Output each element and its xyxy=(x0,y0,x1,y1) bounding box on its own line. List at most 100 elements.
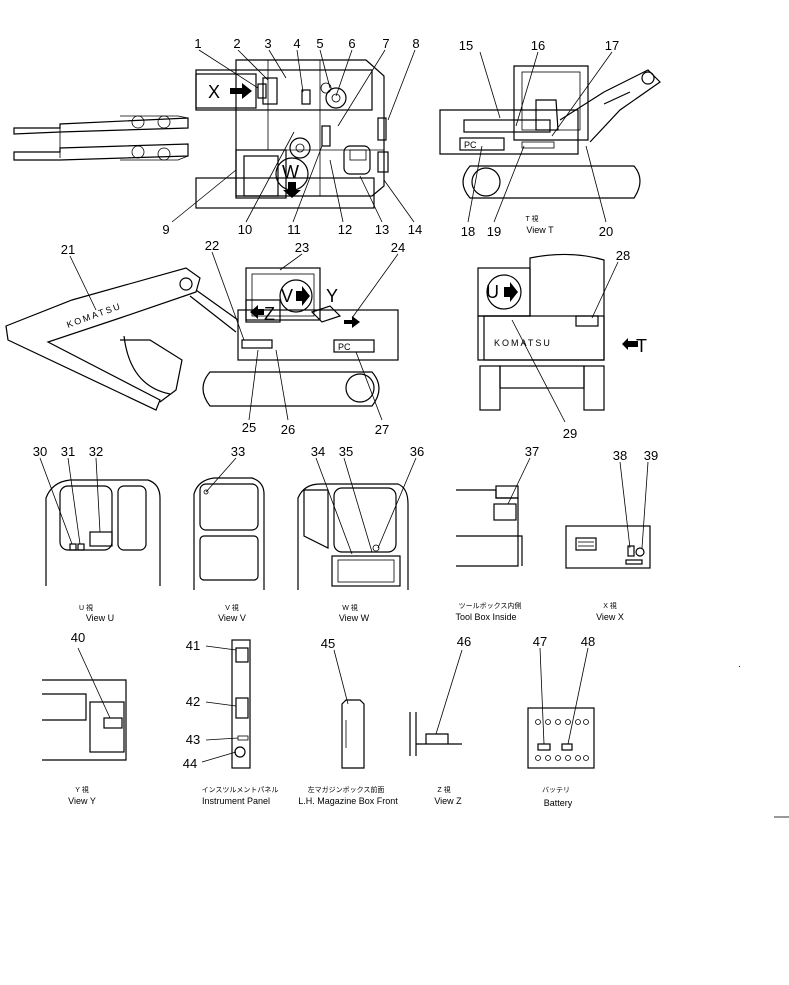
callout-32: 32 xyxy=(89,444,103,459)
brand-text-boom: KOMATSU xyxy=(65,301,123,330)
callout-41: 41 xyxy=(186,638,200,653)
view-marker-u: U xyxy=(486,282,499,302)
callout-10: 10 xyxy=(238,222,252,237)
callout-15: 15 xyxy=(459,38,473,53)
callout-16: 16 xyxy=(531,38,545,53)
callout-3: 3 xyxy=(264,36,271,51)
view-w-caption: View W xyxy=(339,613,370,623)
view-x-caption-jp: X 視 xyxy=(603,601,617,610)
magazine-box-drawing xyxy=(341,699,365,769)
tool-box-drawing xyxy=(456,485,523,567)
side-view-machine: KOMATSU Z V Y PC xyxy=(5,267,399,411)
view-w-leaders xyxy=(315,457,417,555)
callout-11: 11 xyxy=(287,222,301,237)
callout-43: 43 xyxy=(186,732,200,747)
view-z-caption-jp: Z 視 xyxy=(437,785,450,794)
callout-6: 6 xyxy=(348,36,355,51)
callout-7: 7 xyxy=(382,36,389,51)
callout-27: 27 xyxy=(375,422,389,437)
arrow-right-icon xyxy=(344,316,360,328)
view-v-caption: View V xyxy=(218,613,246,623)
top-view-leaders xyxy=(171,49,416,223)
tool-box-caption: Tool Box Inside xyxy=(455,612,516,622)
magazine-box-leader xyxy=(333,649,349,705)
callout-20: 20 xyxy=(599,224,613,239)
instrument-panel-caption: Instrument Panel xyxy=(202,796,270,806)
callout-39: 39 xyxy=(644,448,658,463)
callout-numbers: 1 2 3 4 5 6 7 8 9 10 11 12 13 14 15 16 1… xyxy=(33,36,658,771)
front-view-machine: U KOMATSU T xyxy=(477,253,647,411)
callout-5: 5 xyxy=(316,36,323,51)
callout-8: 8 xyxy=(412,36,419,51)
callout-25: 25 xyxy=(242,420,256,435)
callout-1: 1 xyxy=(194,36,201,51)
callout-9: 9 xyxy=(162,222,169,237)
tool-box-leader xyxy=(507,457,531,505)
view-marker-y: Y xyxy=(326,286,338,306)
view-t-caption: View T xyxy=(526,225,554,235)
view-x-panel xyxy=(565,525,651,569)
view-marker-w: W xyxy=(282,162,299,182)
callout-17: 17 xyxy=(605,38,619,53)
battery-leaders xyxy=(539,647,589,745)
side-view-leaders xyxy=(69,251,399,421)
view-y-drawing xyxy=(42,679,127,761)
callout-13: 13 xyxy=(375,222,389,237)
callout-18: 18 xyxy=(461,224,475,239)
view-w-caption-jp: W 視 xyxy=(342,603,358,612)
callout-45: 45 xyxy=(321,636,335,651)
view-x-caption: View X xyxy=(596,612,624,622)
instrument-panel-caption-jp: インスツルメントパネル xyxy=(202,786,279,794)
callout-34: 34 xyxy=(311,444,325,459)
callout-48: 48 xyxy=(581,634,595,649)
magazine-box-caption-jp: 左マガジンボックス前面 xyxy=(308,785,385,794)
instrument-panel-leaders xyxy=(201,645,239,763)
view-marker-x: X xyxy=(208,82,220,102)
view-marker-z: Z xyxy=(264,304,275,324)
front-view-leaders xyxy=(511,261,619,423)
view-t-caption-jp: T 視 xyxy=(525,214,538,223)
callout-42: 42 xyxy=(186,694,200,709)
view-w-cab xyxy=(297,483,409,590)
view-t-leaders xyxy=(467,51,613,223)
battery-caption: Battery xyxy=(544,798,573,808)
view-t-machine: PC xyxy=(439,65,661,199)
callout-12: 12 xyxy=(338,222,352,237)
callout-31: 31 xyxy=(61,444,75,459)
callout-40: 40 xyxy=(71,630,85,645)
view-z-drawing xyxy=(409,712,462,756)
callout-35: 35 xyxy=(339,444,353,459)
view-u-caption-jp: U 視 xyxy=(79,603,93,612)
view-z-leader xyxy=(435,649,463,735)
view-x-leaders xyxy=(619,461,649,549)
callout-28: 28 xyxy=(616,248,630,263)
margin-mark xyxy=(738,665,741,668)
callout-2: 2 xyxy=(233,36,240,51)
tag-label: PC xyxy=(464,140,477,150)
battery-caption-jp: バッテリ xyxy=(542,786,570,794)
callout-46: 46 xyxy=(457,634,471,649)
callout-24: 24 xyxy=(391,240,405,255)
tool-box-caption-jp: ツールボックス内側 xyxy=(459,601,522,610)
arrow-down-icon xyxy=(283,182,301,198)
arrow-left-icon xyxy=(250,305,264,319)
callout-14: 14 xyxy=(408,222,422,237)
callout-29: 29 xyxy=(563,426,577,441)
arrow-left-icon xyxy=(622,338,638,350)
callout-26: 26 xyxy=(281,422,295,437)
view-v-caption-jp: V 視 xyxy=(225,603,239,612)
view-u-leaders xyxy=(39,457,101,545)
view-z-caption: View Z xyxy=(434,796,462,806)
battery-drawing xyxy=(527,707,595,769)
view-y-caption: View Y xyxy=(68,796,96,806)
brand-text-rear: KOMATSU xyxy=(494,338,552,348)
top-view-machine: X W xyxy=(13,59,389,209)
callout-19: 19 xyxy=(487,224,501,239)
callout-23: 23 xyxy=(295,240,309,255)
arrow-right-icon xyxy=(504,282,518,302)
arrow-right-icon xyxy=(230,83,252,99)
view-y-leader xyxy=(77,647,111,719)
callout-47: 47 xyxy=(533,634,547,649)
tag-label: PC xyxy=(338,342,351,352)
